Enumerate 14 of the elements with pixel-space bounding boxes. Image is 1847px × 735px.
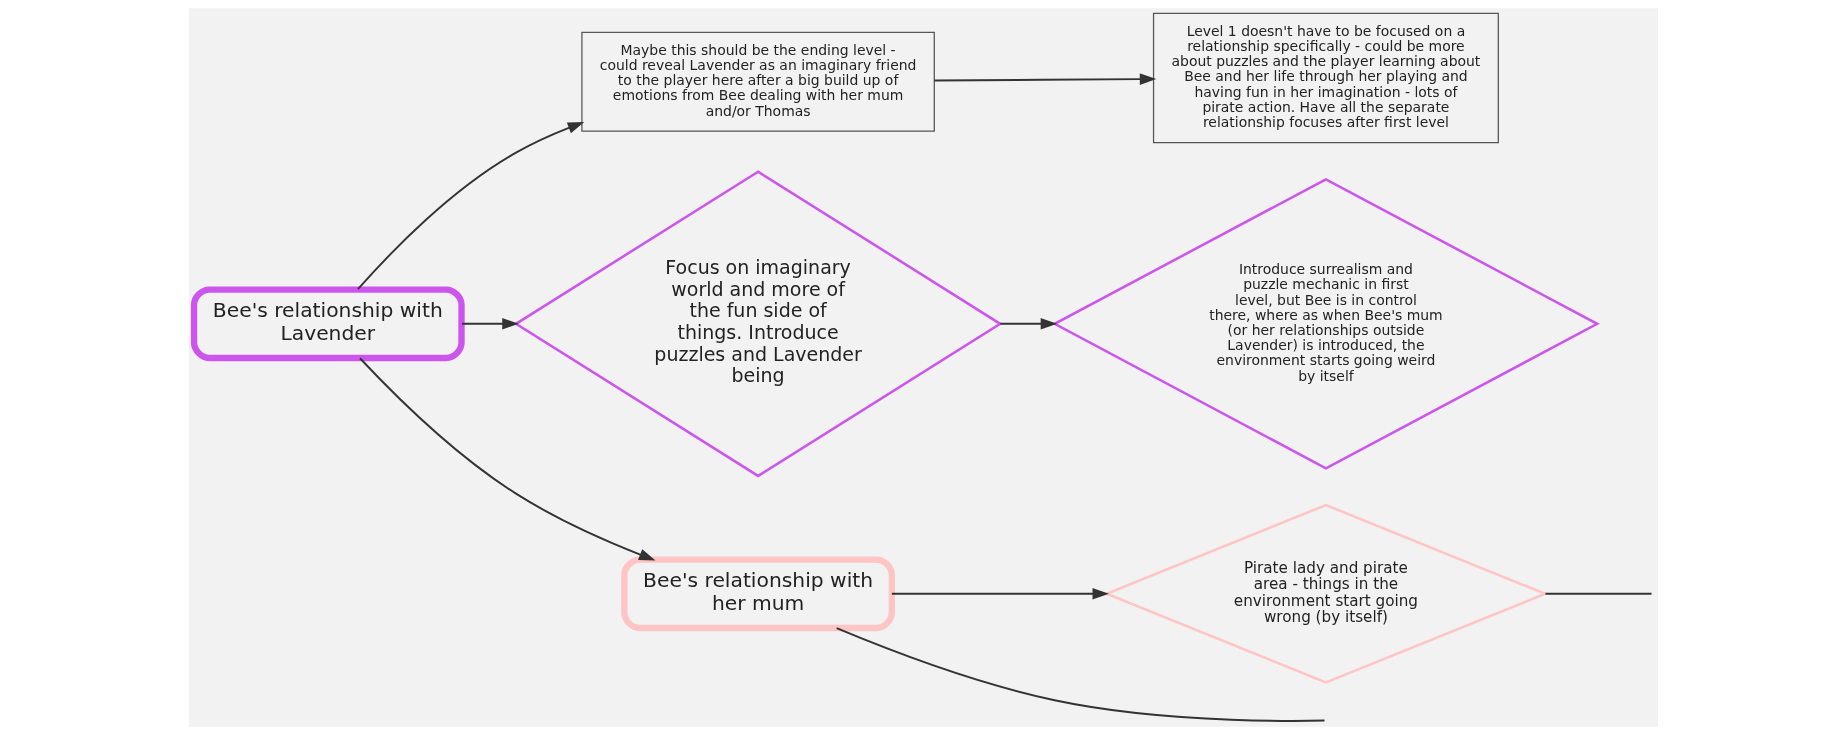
node-diamond: Focus on imaginary world and more of the fun side of things. Introduce puzzles and Lavender being [513, 170, 1003, 478]
arrow [357, 122, 585, 291]
node-box: Maybe this should be the ending level - could reveal Lavender as an imaginary friend to the player here after a big build up of emotions from Bee dealing with her mum and/or Thomas [581, 31, 935, 132]
node-box: Level 1 doesn't have to be focused on a relationship specifically - could be more about puzzles and the player learning about Bee and her life through her playing and having fun in her imagination - lots of pirate action. Have all the separate relationship focuses after first level [1152, 12, 1499, 144]
arrow [359, 357, 656, 561]
arrow [933, 73, 1157, 85]
arrow [999, 318, 1058, 330]
connector [835, 627, 1326, 722]
node-diamond: Introduce surrealism and puzzle mechanic in first level, but Bee is in control there, where as when Bee's mum (or her relationships outside Lavender) is introduced, the environment starts going weird by itself [1052, 177, 1600, 470]
node-box: Bee's relationship with her mum [621, 556, 895, 632]
node-box: Bee's relationship with Lavender [190, 286, 465, 362]
connector [1544, 592, 1653, 595]
arrow [461, 318, 519, 330]
arrow [890, 588, 1109, 600]
